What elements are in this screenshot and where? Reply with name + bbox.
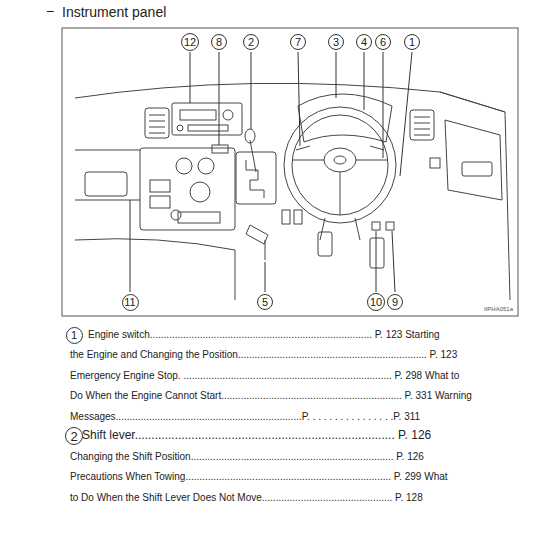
callout-number: 4	[356, 34, 372, 50]
leader-lines	[130, 52, 412, 292]
callout-text: 7	[295, 37, 301, 48]
figure-code: IIPHA051a	[484, 306, 513, 313]
callout-number: 12	[181, 33, 199, 51]
switch-8	[212, 145, 228, 153]
index-entry: Shift lever.............................…	[82, 429, 431, 442]
callout-number: 5	[257, 294, 273, 310]
callout-text: 1	[71, 330, 77, 341]
callout-number: 6	[375, 34, 391, 50]
index-entry: to Do When the Shift Lever Does Not Move…	[70, 492, 423, 503]
callout-text: 9	[392, 297, 398, 308]
callout-number: 2	[243, 34, 259, 50]
callout-number: 11	[122, 294, 139, 311]
callout-number: 2	[65, 427, 83, 445]
callout-text: 3	[333, 37, 339, 48]
door	[430, 92, 510, 300]
dashboard	[75, 83, 505, 300]
callout-text: 11	[124, 297, 135, 308]
index-entry: Do When the Engine Cannot Start.........…	[70, 390, 472, 401]
index-entry: Precautions When Towing.................…	[70, 471, 448, 482]
callout-text: 4	[361, 37, 367, 48]
center-stack	[140, 145, 235, 230]
shift-lever	[236, 129, 302, 224]
callout-number: 9	[387, 294, 403, 310]
callout-text: 2	[248, 37, 254, 48]
steering-wheel	[284, 107, 396, 240]
callout-text: 5	[262, 297, 268, 308]
figure-frame	[62, 28, 518, 316]
callout-text: 6	[380, 37, 386, 48]
callout-text: 1	[409, 37, 415, 48]
callout-number: 8	[211, 34, 227, 50]
callout-number: 7	[290, 34, 306, 50]
pedals	[318, 222, 394, 268]
callout-text: 10	[370, 297, 382, 308]
parking-brake	[246, 225, 268, 260]
page-heading: Instrument panel	[62, 4, 166, 20]
callout-text: 2	[70, 430, 77, 443]
callout-number: 1	[66, 327, 83, 344]
index-entry: Messages................................…	[70, 411, 420, 422]
callout-number: 3	[328, 34, 344, 50]
callout-number: 1	[404, 34, 420, 50]
callout-number: 10	[367, 293, 385, 311]
index-entry: Changing the Shift Position.............…	[70, 451, 424, 462]
callout-text: 12	[184, 37, 196, 48]
index-entry: Emergency Engine Stop. .................…	[70, 370, 459, 381]
callout-text: 8	[216, 37, 222, 48]
index-entry: the Engine and Changing the Position....…	[70, 349, 457, 360]
heading-dash: −	[46, 4, 54, 19]
audio-unit	[172, 103, 242, 135]
index-entry: Engine switch...........................…	[88, 329, 440, 340]
